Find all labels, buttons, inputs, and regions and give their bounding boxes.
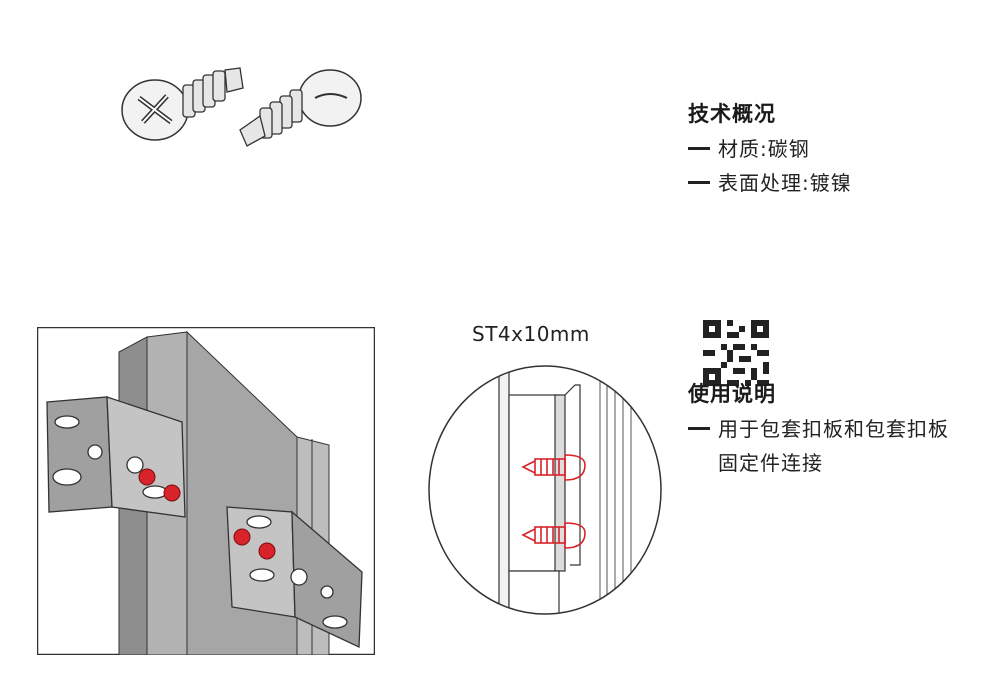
tech-title: 技术概况 bbox=[688, 102, 776, 126]
assembly-illustration bbox=[37, 327, 375, 655]
detail-illustration bbox=[428, 365, 662, 615]
usage-title: 使用说明 bbox=[688, 382, 776, 406]
usage-line-2: 固定件连接 bbox=[718, 451, 823, 475]
tech-item-material: 材质:碳钢 bbox=[688, 133, 810, 162]
qr-code-icon bbox=[703, 320, 769, 386]
dash-icon bbox=[688, 427, 710, 430]
screws-illustration bbox=[121, 67, 362, 147]
dash-icon bbox=[688, 181, 710, 184]
dash-icon bbox=[688, 147, 710, 150]
usage-line-1: 用于包套扣板和包套扣板 bbox=[688, 413, 949, 442]
tech-item-surface: 表面处理:镀镍 bbox=[688, 167, 852, 196]
spec-label: ST4x10mm bbox=[472, 322, 590, 346]
